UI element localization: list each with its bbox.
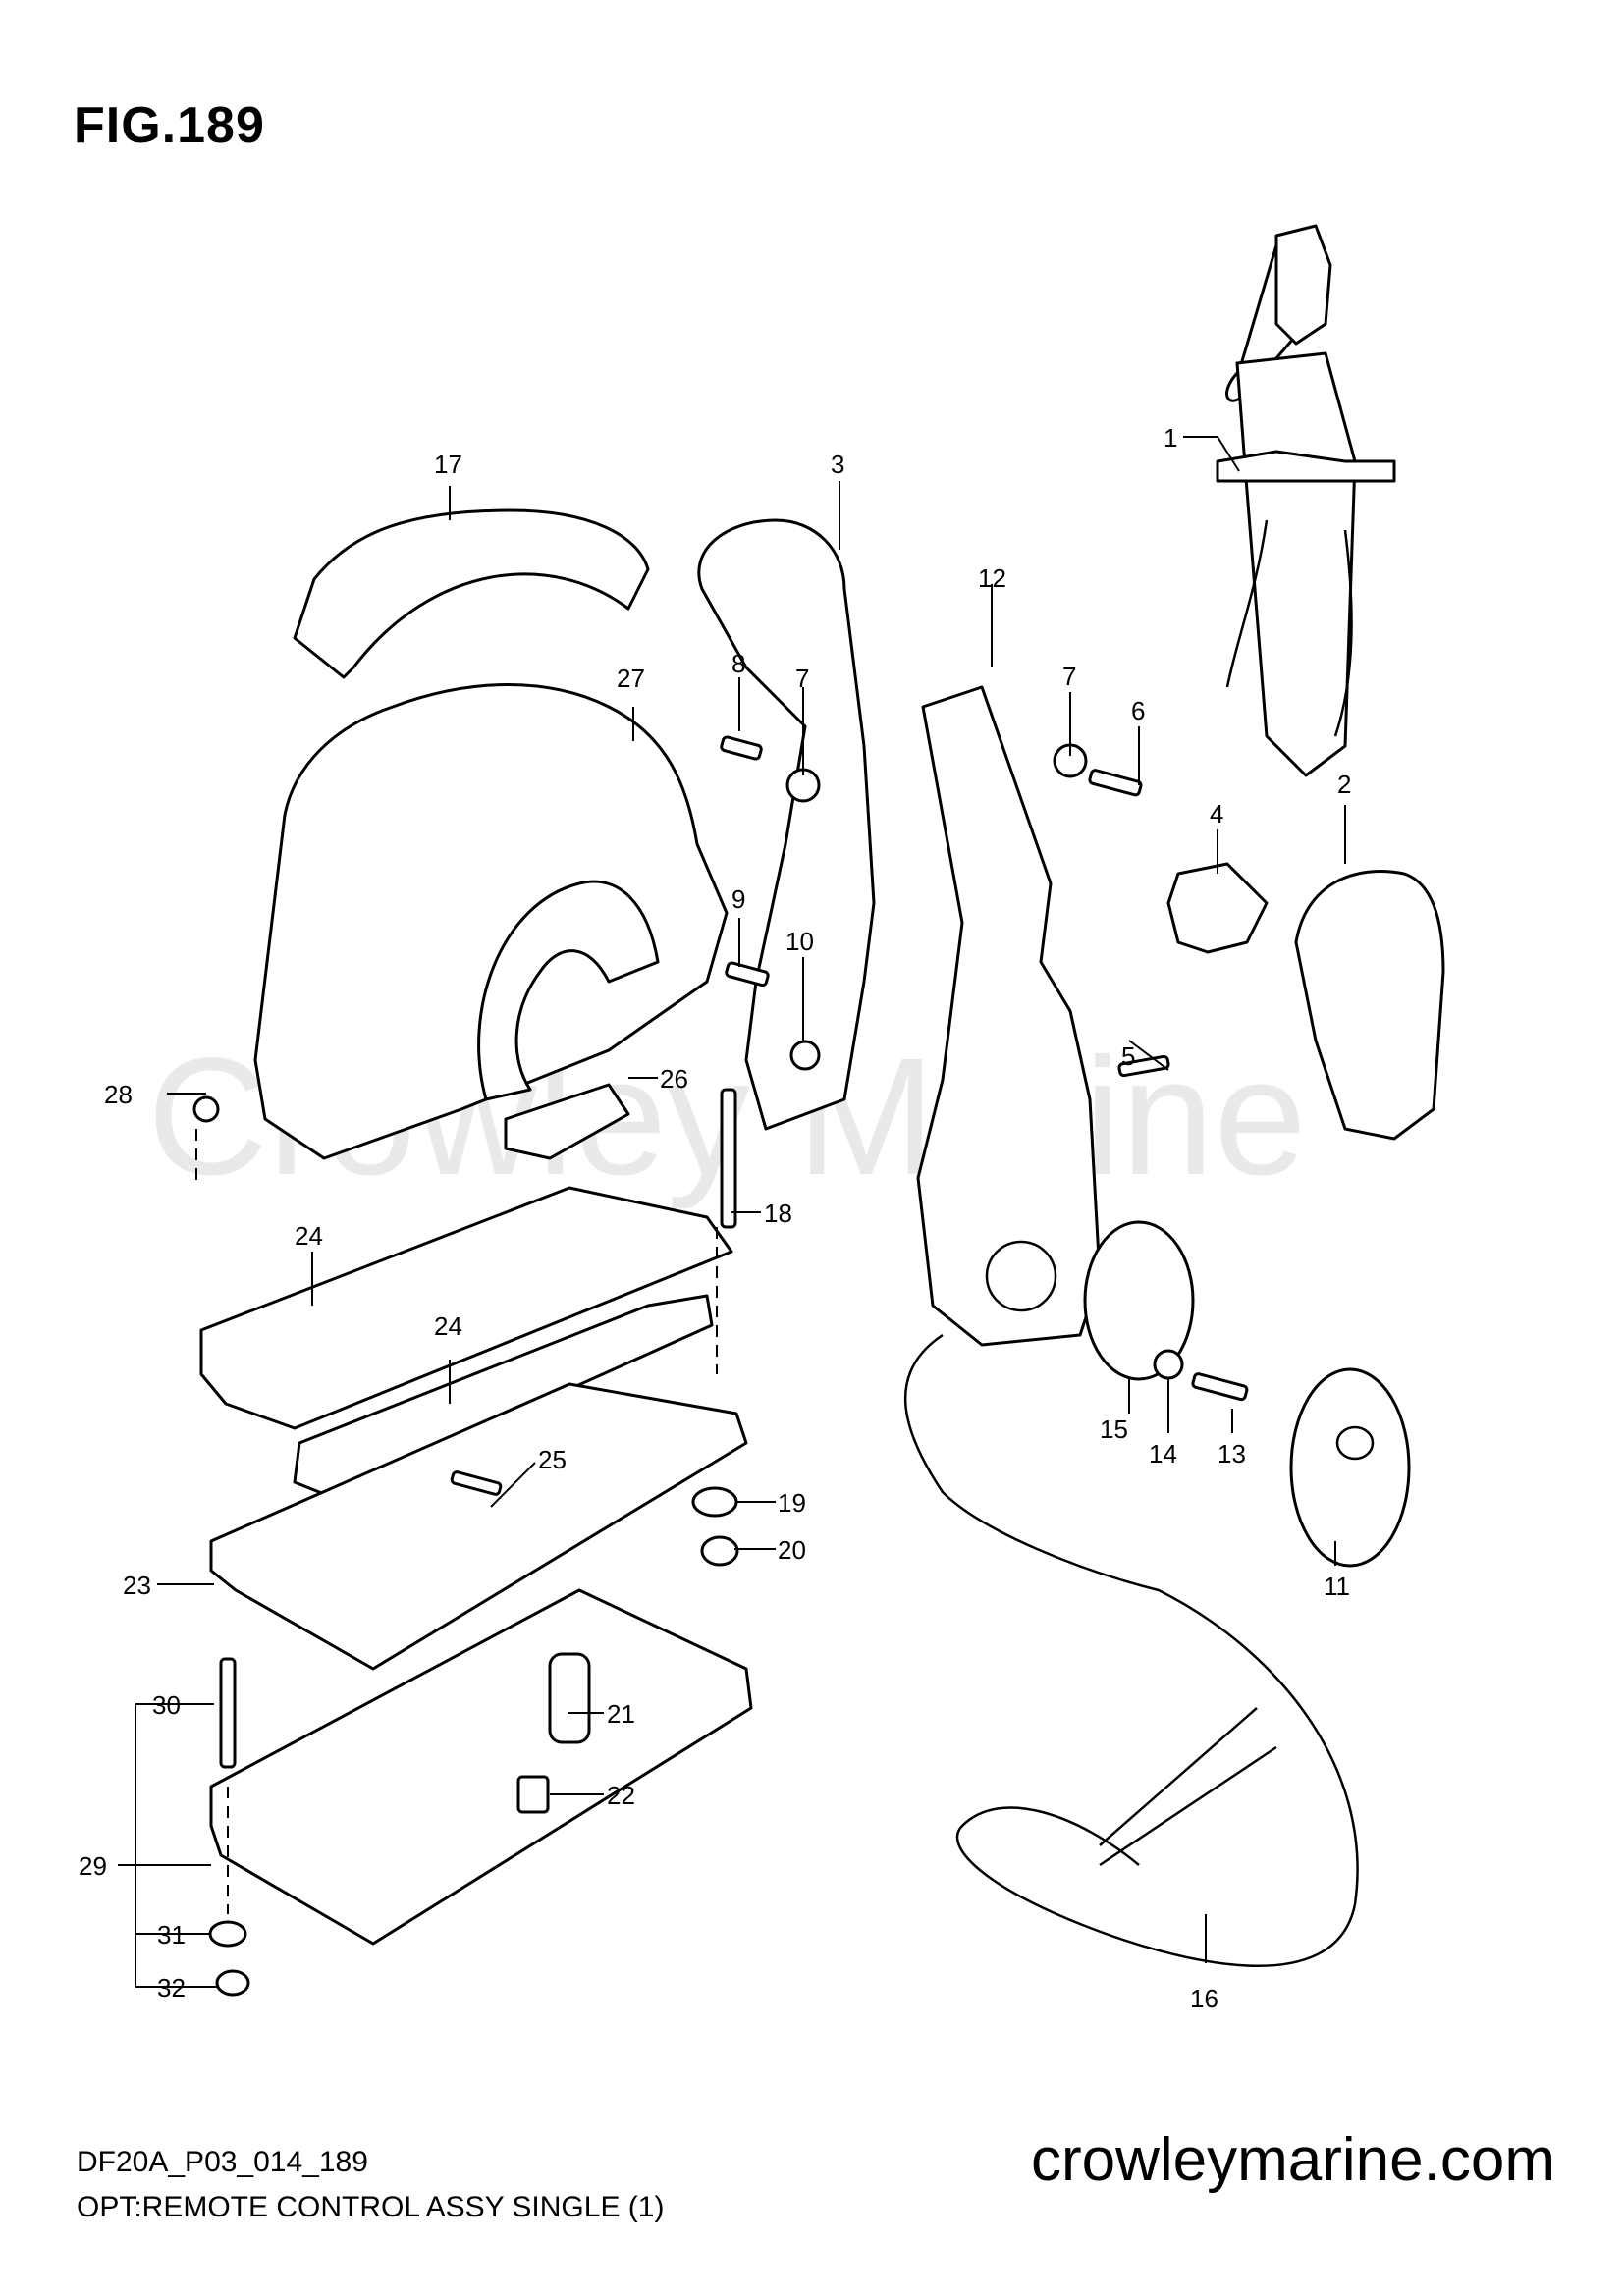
callout-14: 14: [1149, 1439, 1177, 1468]
bracket-part-upper: [199, 1186, 733, 1430]
wire-harness-icon: [903, 1333, 1359, 1967]
housing-cover-part: [253, 683, 729, 1160]
top-cover-part: [293, 508, 650, 679]
control-arm-part: [916, 685, 1102, 1347]
diagram-caption: OPT:REMOTE CONTROL ASSY SINGLE (1): [77, 2191, 665, 2223]
callout-2: 2: [1337, 770, 1351, 799]
callout-19: 19: [778, 1488, 806, 1518]
callout-13: 13: [1218, 1439, 1246, 1468]
callout-29: 29: [79, 1851, 107, 1881]
callout-10: 10: [785, 927, 814, 956]
callout-17: 17: [434, 450, 462, 479]
callout-labels: 1 2 3 4 5 6 7 7 8 9 10 11 12 13 14 15 16…: [79, 423, 1351, 2013]
callout-30: 30: [152, 1690, 181, 1720]
callout-18: 18: [764, 1199, 792, 1228]
callout-12: 12: [978, 563, 1006, 593]
callout-4: 4: [1210, 799, 1223, 828]
cap-part: [1289, 1367, 1411, 1568]
figure-title: FIG.189: [74, 97, 265, 154]
callout-11: 11: [1324, 1572, 1350, 1601]
lever-arm-part: [697, 518, 876, 1131]
callout-9: 9: [731, 884, 745, 914]
switch-part: [1166, 862, 1269, 954]
callout-23: 23: [123, 1571, 151, 1600]
callout-26: 26: [660, 1064, 688, 1094]
callout-21: 21: [607, 1699, 635, 1729]
callout-7b: 7: [1062, 662, 1076, 691]
callout-7a: 7: [795, 664, 809, 693]
remote-control-assembly-icon: [1216, 224, 1396, 777]
fastener-parts: [192, 735, 1249, 1997]
callout-25: 25: [538, 1445, 567, 1474]
diagram-code: DF20A_P03_014_189: [77, 2146, 368, 2178]
callout-31: 31: [157, 1920, 186, 1949]
callout-6: 6: [1131, 696, 1145, 725]
callout-3: 3: [831, 450, 844, 479]
callout-22: 22: [607, 1781, 635, 1810]
callout-24a: 24: [295, 1221, 323, 1251]
callout-15: 15: [1100, 1415, 1128, 1444]
gasket-part: [209, 1382, 748, 1671]
clip-part: [504, 1083, 630, 1160]
callout-27: 27: [617, 664, 645, 693]
callout-32: 32: [157, 1973, 186, 2002]
callout-8: 8: [731, 649, 745, 678]
handle-part: [1294, 870, 1445, 1141]
callout-24b: 24: [434, 1311, 462, 1341]
callout-5: 5: [1121, 1041, 1135, 1071]
leader-lines: [118, 436, 1346, 1988]
disc-part: [1083, 1220, 1195, 1381]
callout-28: 28: [104, 1080, 133, 1109]
base-part: [209, 1588, 753, 1946]
callout-20: 20: [778, 1535, 806, 1565]
callout-16: 16: [1190, 1984, 1218, 2013]
callout-1: 1: [1164, 423, 1177, 453]
site-name: crowleymarine.com: [1030, 2126, 1555, 2194]
